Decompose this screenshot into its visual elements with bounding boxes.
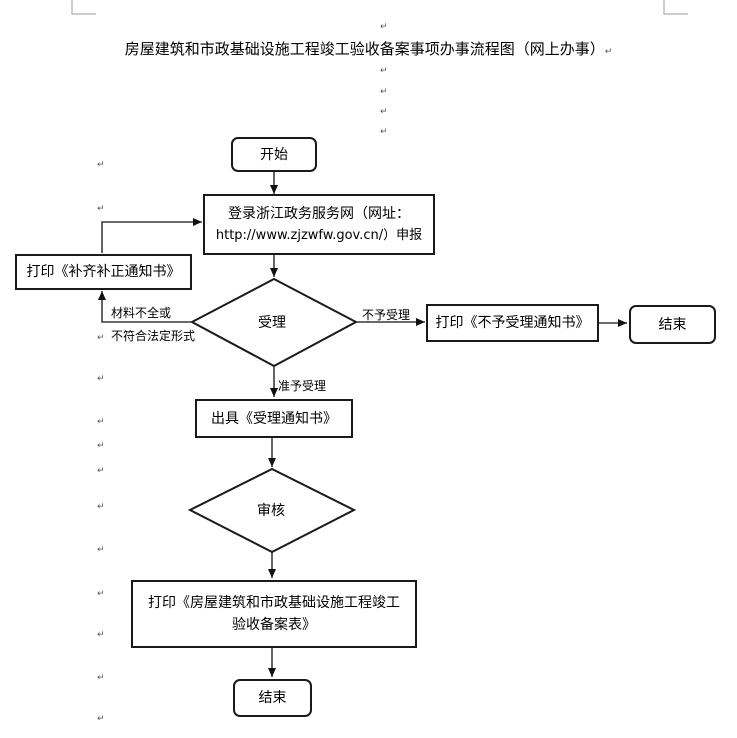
edge-label-incomplete-2: 不符合法定形式 [111,329,196,343]
accept-decision-shape [189,277,359,368]
page-title: 房屋建筑和市政基础设施工程竣工验收备案事项办事流程图（网上办事）↵ [0,38,737,59]
print-record-label-line1: 打印《房屋建筑和市政基础设施工程竣工 [148,595,400,611]
paragraph-mark: ↵ [97,374,105,384]
end-right-label: 结束 [658,316,687,333]
review-label: 审核 [257,503,285,519]
arrow-supplement-to-login [101,218,202,253]
login-node: 登录浙江政务服务网（网址： http://www.zjzwfw.gov.cn/）… [203,194,435,255]
edge-label-accepted: 准予受理 [278,379,327,393]
paragraph-mark: ↵ [97,589,105,599]
edge-label-incomplete-1: 材料不全或 [111,306,172,320]
edge-label-not-accepted: 不予受理 [362,308,411,322]
corner-mark-left [71,0,96,15]
paragraph-mark: ↵ [97,466,105,476]
paragraph-mark: ↵ [380,127,388,137]
paragraph-mark: ↵ [97,714,105,724]
title-text: 房屋建筑和市政基础设施工程竣工验收备案事项办事流程图（网上办事） [124,40,605,58]
login-label-line2: http://www.zjzwfw.gov.cn/）申报 [215,227,423,243]
end-bottom-label: 结束 [258,690,287,706]
paragraph-mark: ↵ [97,417,105,427]
print-record-label-line2: 验收备案表》 [232,617,316,633]
print-reject-node: 打印《不予受理通知书》 [426,304,599,342]
paragraph-mark: ↵ [97,502,105,512]
issue-accept-node: 出具《受理通知书》 [195,399,353,438]
end-node-right: 结束 [629,305,716,344]
print-supplement-label: 打印《补齐补正通知书》 [26,264,181,280]
print-record-node: 打印《房屋建筑和市政基础设施工程竣工 验收备案表》 [131,580,417,648]
paragraph-mark: ↵ [97,441,105,451]
print-reject-label: 打印《不予受理通知书》 [435,315,590,331]
paragraph-mark: ↵ [97,204,105,214]
paragraph-mark: ↵ [380,87,388,97]
print-supplement-node: 打印《补齐补正通知书》 [15,254,192,290]
paragraph-mark: ↵ [97,673,105,683]
review-decision-shape [187,467,357,554]
start-label: 开始 [260,146,288,163]
paragraph-mark: ↵ [380,22,388,32]
paragraph-mark: ↵ [97,160,105,170]
login-label-line1: 登录浙江政务服务网（网址： [228,205,410,222]
end-node-bottom: 结束 [233,679,312,717]
start-node: 开始 [231,137,317,172]
arrow-accept-to-supplement [98,291,192,323]
paragraph-mark: ↵ [380,66,388,76]
corner-mark-right [663,0,688,15]
accept-label: 受理 [258,315,286,331]
paragraph-mark: ↵ [604,47,613,57]
paragraph-mark: ↵ [97,630,105,640]
paragraph-mark: ↵ [380,107,388,117]
paragraph-mark: ↵ [97,333,105,343]
issue-accept-label: 出具《受理通知书》 [211,410,337,427]
paragraph-mark: ↵ [97,545,105,555]
